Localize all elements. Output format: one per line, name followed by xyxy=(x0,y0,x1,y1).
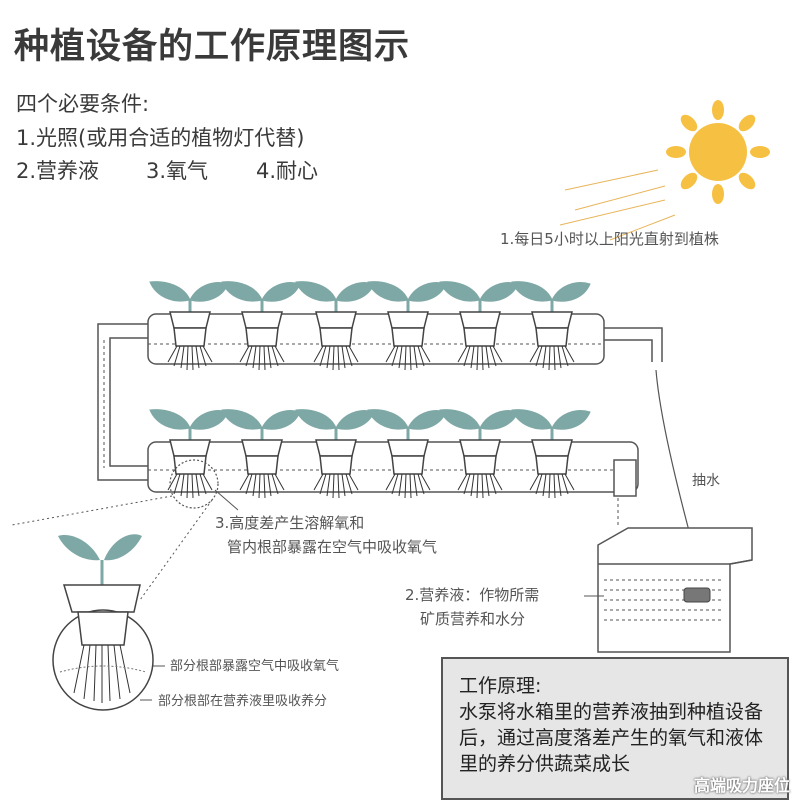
condition-nutrient: 2.营养液 xyxy=(16,159,100,183)
condition-oxygen: 3.氧气 xyxy=(146,159,209,183)
pump-label: 抽水 xyxy=(692,473,720,489)
root-liquid-note: 部分根部在营养液里吸收养分 xyxy=(158,694,328,709)
pump-icon xyxy=(683,587,711,603)
condition-patience: 4.耐心 xyxy=(256,159,319,183)
sunbeam-lines xyxy=(559,169,676,241)
drain-connector xyxy=(97,323,148,481)
zoom-circle xyxy=(11,459,239,601)
watermark: 高端吸力座位 xyxy=(693,776,790,795)
principle-body: 水泵将水箱里的营养液抽到种植设备后，通过高度落差产生的氧气和液体里的养分供蔬菜成… xyxy=(459,701,764,775)
root-detail xyxy=(52,534,154,711)
sun-icon xyxy=(666,100,770,204)
condition-light: 1.光照(或用合适的植物灯代替) xyxy=(16,126,305,150)
nutrient-note-line2: 矿质营养和水分 xyxy=(420,610,526,628)
nutrient-note-line1: 2.营养液：作物所需 xyxy=(405,586,540,604)
feed-pipe xyxy=(604,327,706,591)
oxygen-note-line2: 管内根部暴露在空气中吸收氧气 xyxy=(227,538,438,556)
oxygen-note-line1: 3.高度差产生溶解氧和 xyxy=(215,514,365,532)
principle-panel: 工作原理: 水泵将水箱里的营养液抽到种植设备后，通过高度落差产生的氧气和液体里的… xyxy=(441,657,789,800)
page-title: 种植设备的工作原理图示 xyxy=(14,27,411,67)
water-tank xyxy=(597,527,753,653)
principle-title: 工作原理: xyxy=(459,675,542,697)
conditions-heading: 四个必要条件: xyxy=(16,92,150,116)
root-air-note: 部分根部暴露空气中吸收氧气 xyxy=(170,659,340,674)
sunlight-note: 1.每日5小时以上阳光直射到植株 xyxy=(500,230,719,248)
